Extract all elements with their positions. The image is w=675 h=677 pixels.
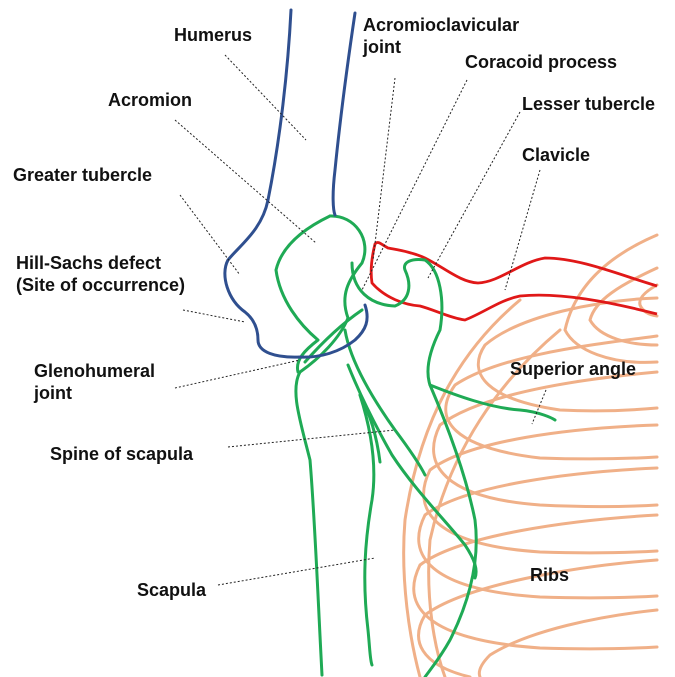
label-glenohumeral-line2: joint (34, 383, 72, 403)
label-acromion: Acromion (108, 89, 192, 111)
label-scapula-text: Scapula (137, 580, 207, 600)
rib-2 (588, 266, 659, 347)
label-acromioclavicular-line2: joint (363, 37, 401, 57)
label-greater-tubercle-text: Greater tubercle (13, 165, 153, 185)
label-hill-sachs-line2: (Site of occurrence) (16, 275, 186, 295)
spine-of-scapula-upper (343, 328, 427, 477)
label-clavicle: Clavicle (522, 144, 590, 166)
label-lesser-tubercle: Lesser tubercle (522, 93, 655, 115)
leader-coracoid (361, 79, 468, 291)
label-coracoid-process: Coracoid process (465, 51, 617, 73)
label-glenohumeral-line1: Glenohumeral (34, 361, 156, 381)
ribs-group (402, 233, 659, 677)
label-acromion-text: Acromion (108, 90, 193, 110)
label-humerus-text: Humerus (174, 25, 253, 45)
rib-6 (432, 370, 659, 509)
rib-7 (422, 423, 659, 555)
label-superior-angle-text: Superior angle (510, 359, 637, 379)
label-acromioclavicular-joint: Acromioclavicular joint (363, 14, 519, 58)
leader-hill-sachs (182, 309, 246, 323)
leader-humerus (224, 54, 307, 141)
label-scapula: Scapula (137, 579, 206, 601)
rib-arc-2 (427, 328, 562, 677)
rib-10 (417, 558, 659, 677)
humerus-medial-shaft (331, 11, 357, 217)
rib-11 (477, 608, 659, 677)
label-coracoid-process-text: Coracoid process (465, 52, 618, 72)
label-humerus: Humerus (174, 24, 252, 46)
acromion-lateral-edge (274, 214, 332, 374)
label-ribs-text: Ribs (530, 565, 570, 585)
spine-inner-line (358, 393, 382, 464)
label-hill-sachs-line1: Hill-Sachs defect (16, 253, 162, 273)
label-superior-angle: Superior angle (510, 358, 636, 380)
scapula (274, 214, 557, 677)
label-glenohumeral-joint: Glenohumeral joint (34, 360, 155, 404)
leader-acromioclavicular (372, 77, 396, 261)
label-ribs: Ribs (530, 564, 569, 586)
leader-scapula (217, 557, 376, 586)
acromion-outline (294, 214, 367, 677)
humerus-lateral-shaft (223, 8, 369, 359)
leader-greater-tubercle (179, 194, 241, 276)
leader-lines (174, 54, 547, 586)
rib-5 (444, 334, 659, 461)
label-lesser-tubercle-text: Lesser tubercle (522, 94, 656, 114)
rib-8 (417, 466, 659, 600)
label-spine-of-scapula: Spine of scapula (50, 443, 193, 465)
humerus (223, 8, 369, 359)
clavicle (369, 241, 658, 322)
clavicle-outline (369, 241, 658, 322)
scapula-medial-border (423, 383, 478, 677)
rib-3 (638, 283, 659, 318)
leader-clavicle (504, 169, 541, 291)
leader-lesser-tubercle (427, 111, 521, 279)
rib-9 (412, 513, 659, 651)
leader-acromion (174, 119, 317, 244)
leader-glenohumeral (174, 359, 301, 389)
rib-1 (563, 233, 659, 364)
label-hill-sachs: Hill-Sachs defect (Site of occurrence) (16, 252, 185, 296)
label-acromioclavicular-line1: Acromioclavicular (363, 15, 520, 35)
scapula-lateral-border (358, 393, 376, 667)
rib-arc-1 (402, 298, 522, 677)
label-clavicle-text: Clavicle (522, 145, 591, 165)
label-spine-of-scapula-text: Spine of scapula (50, 444, 194, 464)
label-greater-tubercle: Greater tubercle (13, 164, 152, 186)
coracoid-process (350, 258, 557, 422)
